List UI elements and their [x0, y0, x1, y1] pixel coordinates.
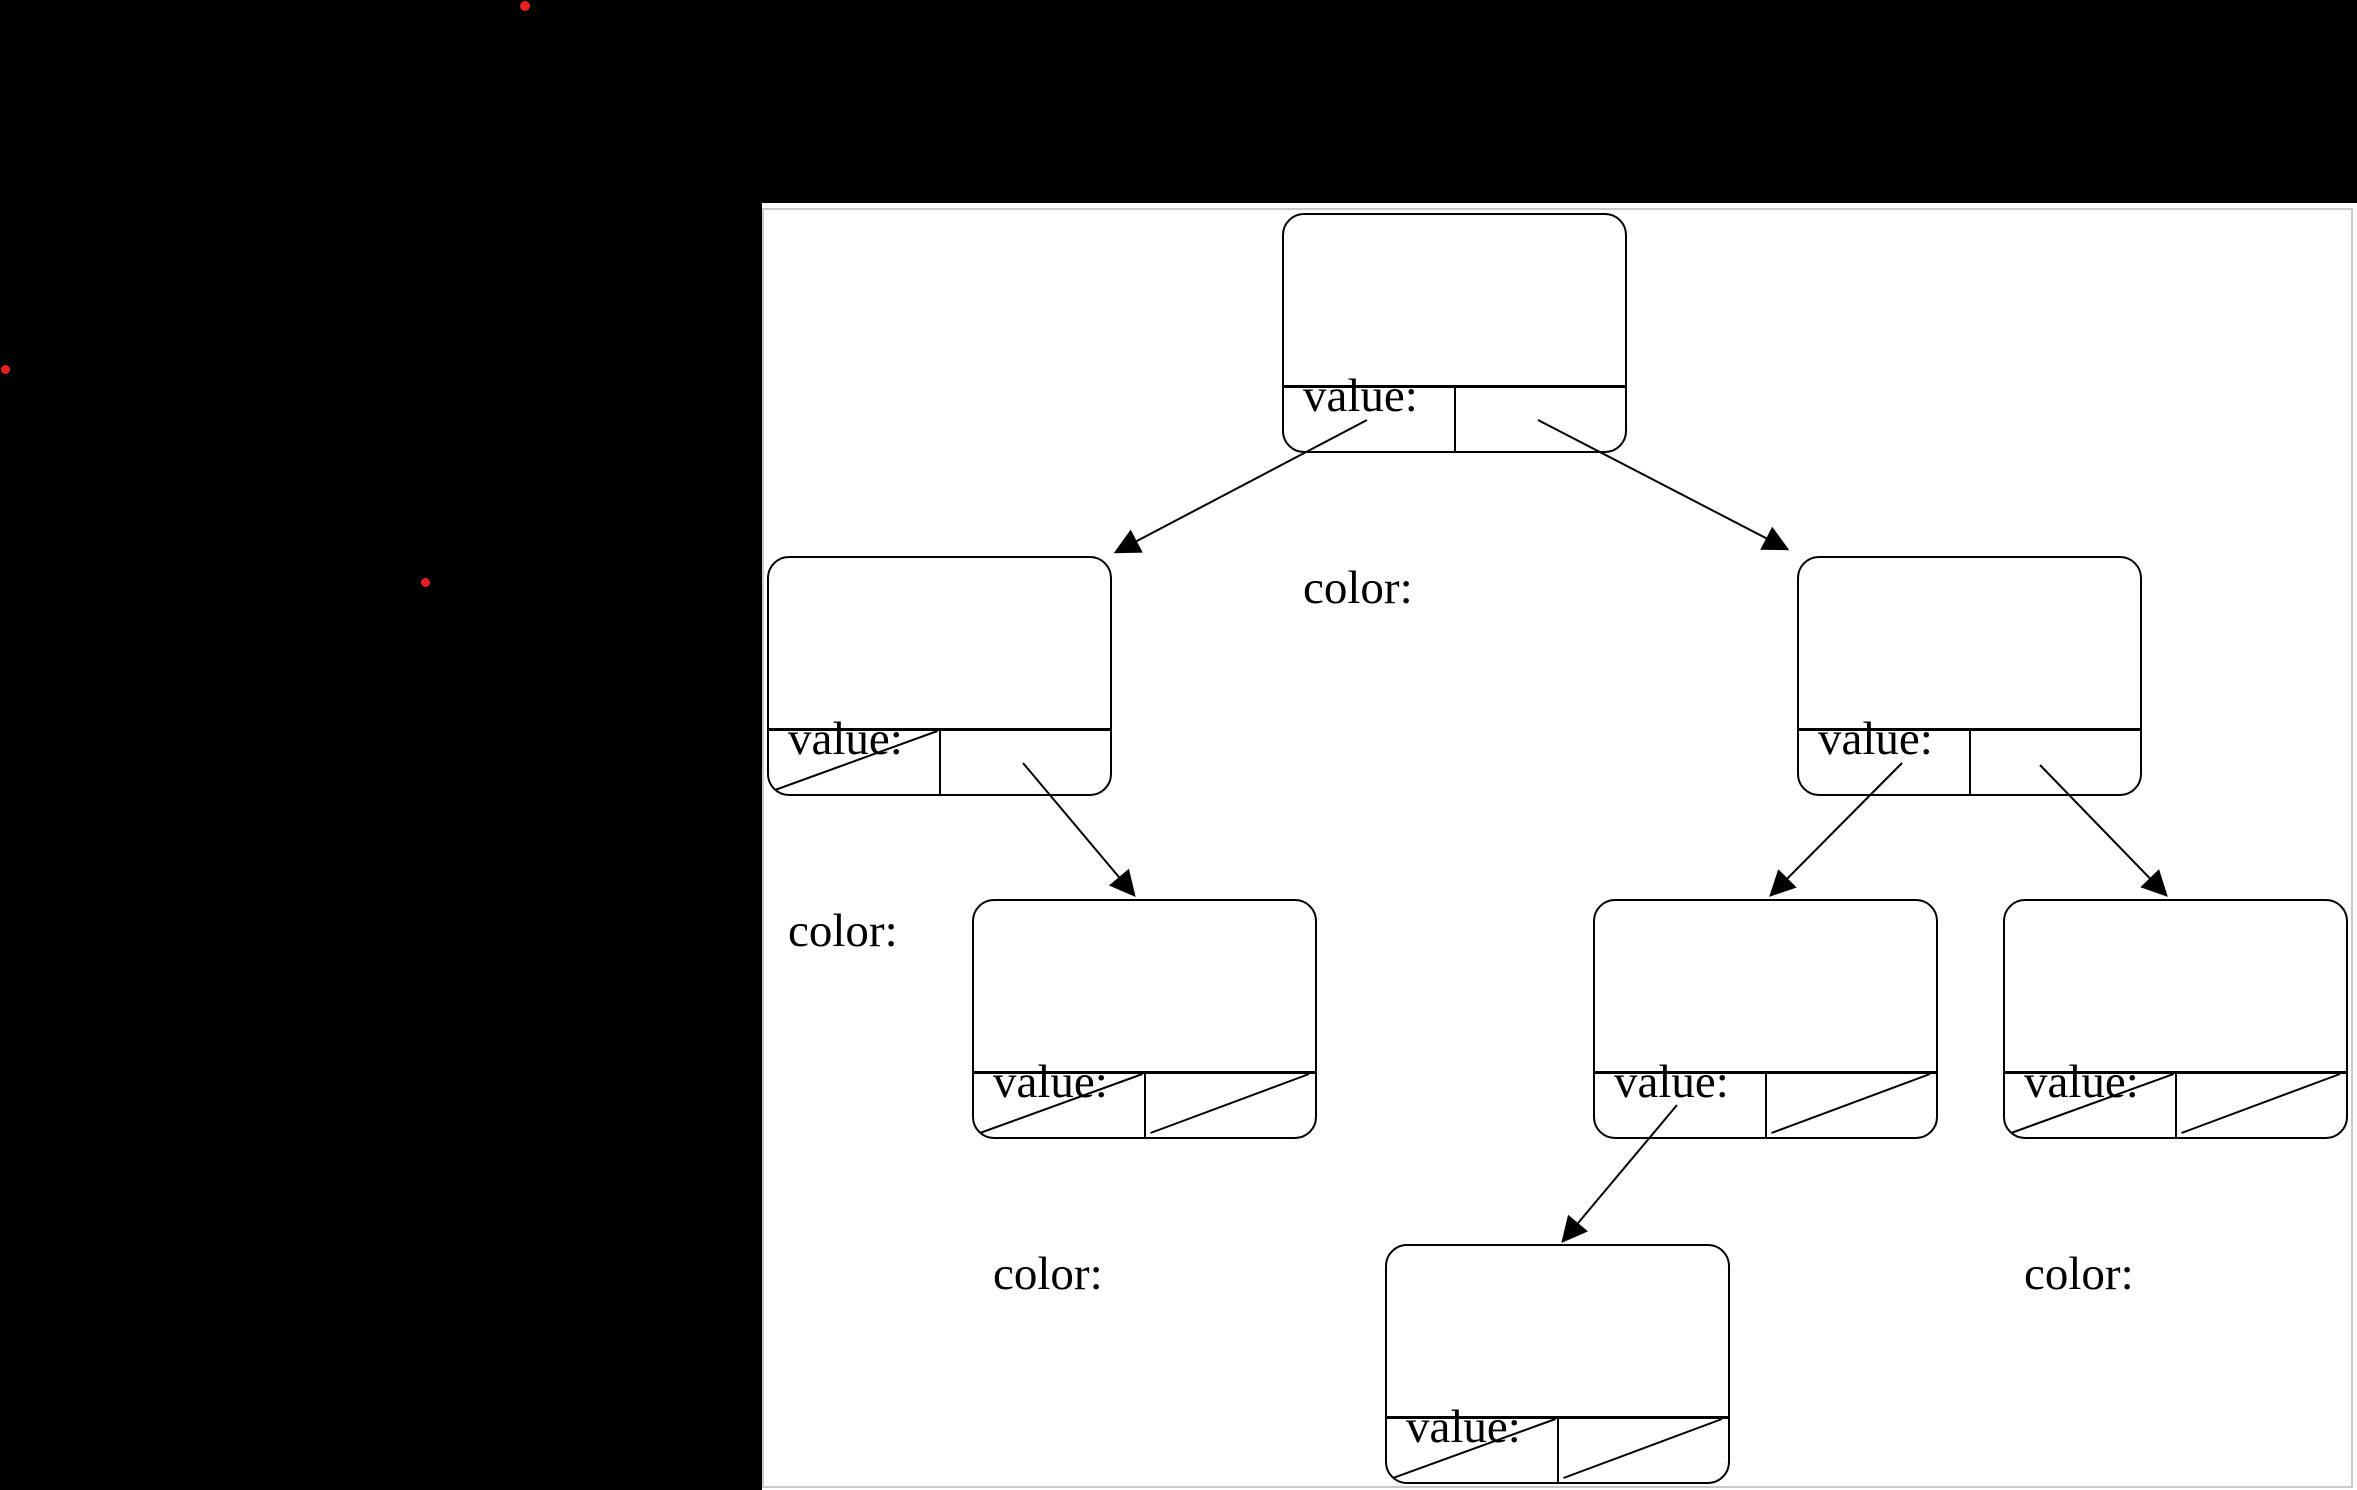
- pointer-row: [1387, 1416, 1728, 1482]
- left-pointer-cell: [974, 1074, 1145, 1137]
- right-pointer-cell: [2176, 1074, 2347, 1137]
- right-pointer-cell: [1145, 1074, 1316, 1137]
- tree-node-b: value: color:: [767, 556, 1112, 957]
- left-pointer-cell: [1284, 388, 1455, 451]
- color-field-label: color:: [1303, 562, 1413, 614]
- color-field-label: color:: [993, 1248, 1103, 1300]
- pointer-cell-divider: [938, 731, 941, 794]
- pointer-cell-divider: [1143, 1074, 1146, 1137]
- pointer-row: [1595, 1071, 1936, 1137]
- right-pointer-cell: [1970, 731, 2141, 794]
- left-pointer-cell: [1595, 1074, 1766, 1137]
- pointer-cell-divider: [1968, 731, 1971, 794]
- pointer-row: [2005, 1071, 2346, 1137]
- left-pointer-cell: [2005, 1074, 2176, 1137]
- pointer-cell-divider: [2174, 1074, 2177, 1137]
- value-field-label: value:: [1818, 713, 1933, 765]
- red-dot-3: [420, 577, 430, 587]
- right-pointer-cell: [1766, 1074, 1937, 1137]
- right-pointer-cell: [940, 731, 1111, 794]
- node-fields: value: color:: [2005, 901, 2346, 1434]
- red-dot-2: [0, 364, 10, 374]
- tree-node-e: value: color:: [1593, 899, 1938, 1300]
- color-field-label: color:: [788, 905, 898, 957]
- panel-border: [762, 208, 2353, 1488]
- left-pointer-cell: [769, 731, 940, 794]
- node-fields: value: color:: [1284, 215, 1625, 748]
- right-pointer-cell: [1455, 388, 1626, 451]
- left-pointer-cell: [1799, 731, 1970, 794]
- node-fields: value: color:: [974, 901, 1315, 1434]
- pointer-cell-divider: [1556, 1419, 1559, 1482]
- pointer-cell-divider: [1764, 1074, 1767, 1137]
- tree-node-root: value: color:: [1282, 213, 1627, 614]
- pointer-row: [769, 728, 1110, 794]
- value-field-label: value:: [1614, 1056, 1729, 1108]
- pointer-row: [1799, 728, 2140, 794]
- red-dot-1: [520, 1, 530, 11]
- left-pointer-cell: [1387, 1419, 1558, 1482]
- pointer-cell-divider: [1453, 388, 1456, 451]
- tree-node-d: value: color:: [972, 899, 1317, 1300]
- tree-node-c: value: color:: [1797, 556, 2142, 957]
- value-field-label: value:: [1303, 370, 1418, 422]
- tree-node-f: value: color:: [2003, 899, 2348, 1300]
- pointer-row: [974, 1071, 1315, 1137]
- color-field-label: color:: [2024, 1248, 2134, 1300]
- right-pointer-cell: [1558, 1419, 1729, 1482]
- pointer-row: [1284, 385, 1625, 451]
- tree-node-g: value: color:: [1385, 1244, 1730, 1484]
